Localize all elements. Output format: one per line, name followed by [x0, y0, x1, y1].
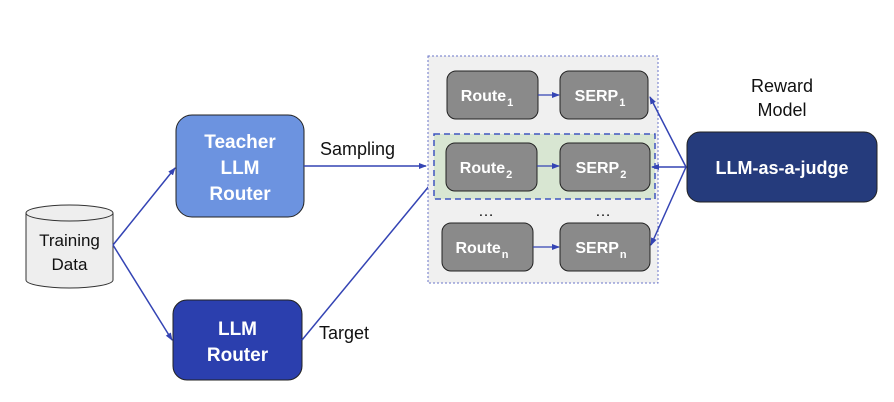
- llm-router-label-line2: Router: [207, 345, 269, 366]
- serp-n-box: [559, 222, 651, 272]
- arrow-data-to-student: [112, 244, 173, 341]
- llm-as-a-judge-box: LLM-as-a-judge: [686, 131, 878, 203]
- route-row-2: Route2 SERP2: [445, 142, 651, 192]
- serp-2-label: SERP2: [576, 160, 627, 181]
- cylinder-top: [25, 204, 114, 222]
- llm-as-a-judge-label: LLM-as-a-judge: [716, 158, 849, 178]
- llm-router-label-line1: LLM: [218, 319, 257, 340]
- route-2-label: Route2: [460, 160, 512, 181]
- teacher-label-line1: Teacher: [204, 132, 276, 153]
- serp-1-label: SERP1: [575, 88, 626, 109]
- serp-1-box: [559, 70, 649, 120]
- sampling-label: Sampling: [320, 139, 395, 159]
- serp-2-box: [559, 142, 651, 192]
- teacher-label-line3: Router: [209, 184, 271, 205]
- serp-n-label: SERPn: [575, 240, 627, 261]
- route-row-n: Routen SERPn: [441, 222, 651, 272]
- route-n-label: Routen: [455, 240, 508, 261]
- route-1-label: Route1: [461, 88, 513, 109]
- route-row-1: Route1 SERP1: [446, 70, 649, 120]
- reward-model-label-line1: Reward: [751, 76, 813, 96]
- cylinder-body: [25, 213, 114, 289]
- teacher-llm-router-box: Teacher LLM Router: [175, 114, 305, 218]
- training-data-label-line2: Data: [52, 255, 88, 274]
- route-2-box: [445, 142, 538, 192]
- llm-router-box: LLM Router: [172, 299, 303, 381]
- arrow-judge-to-serp-1: [649, 96, 687, 168]
- route-ellipsis: …: [478, 203, 494, 220]
- arrow-data-to-teacher: [112, 167, 176, 246]
- serp-ellipsis: …: [595, 203, 611, 220]
- training-data-label-line1: Training: [39, 231, 100, 250]
- target-label: Target: [319, 323, 369, 343]
- arrow-target: [301, 167, 445, 341]
- arrow-judge-to-serp-n: [650, 166, 687, 246]
- reward-model-label-line2: Model: [757, 100, 806, 120]
- training-data-cylinder: Training Data: [25, 204, 114, 289]
- teacher-label-line2: LLM: [220, 158, 259, 179]
